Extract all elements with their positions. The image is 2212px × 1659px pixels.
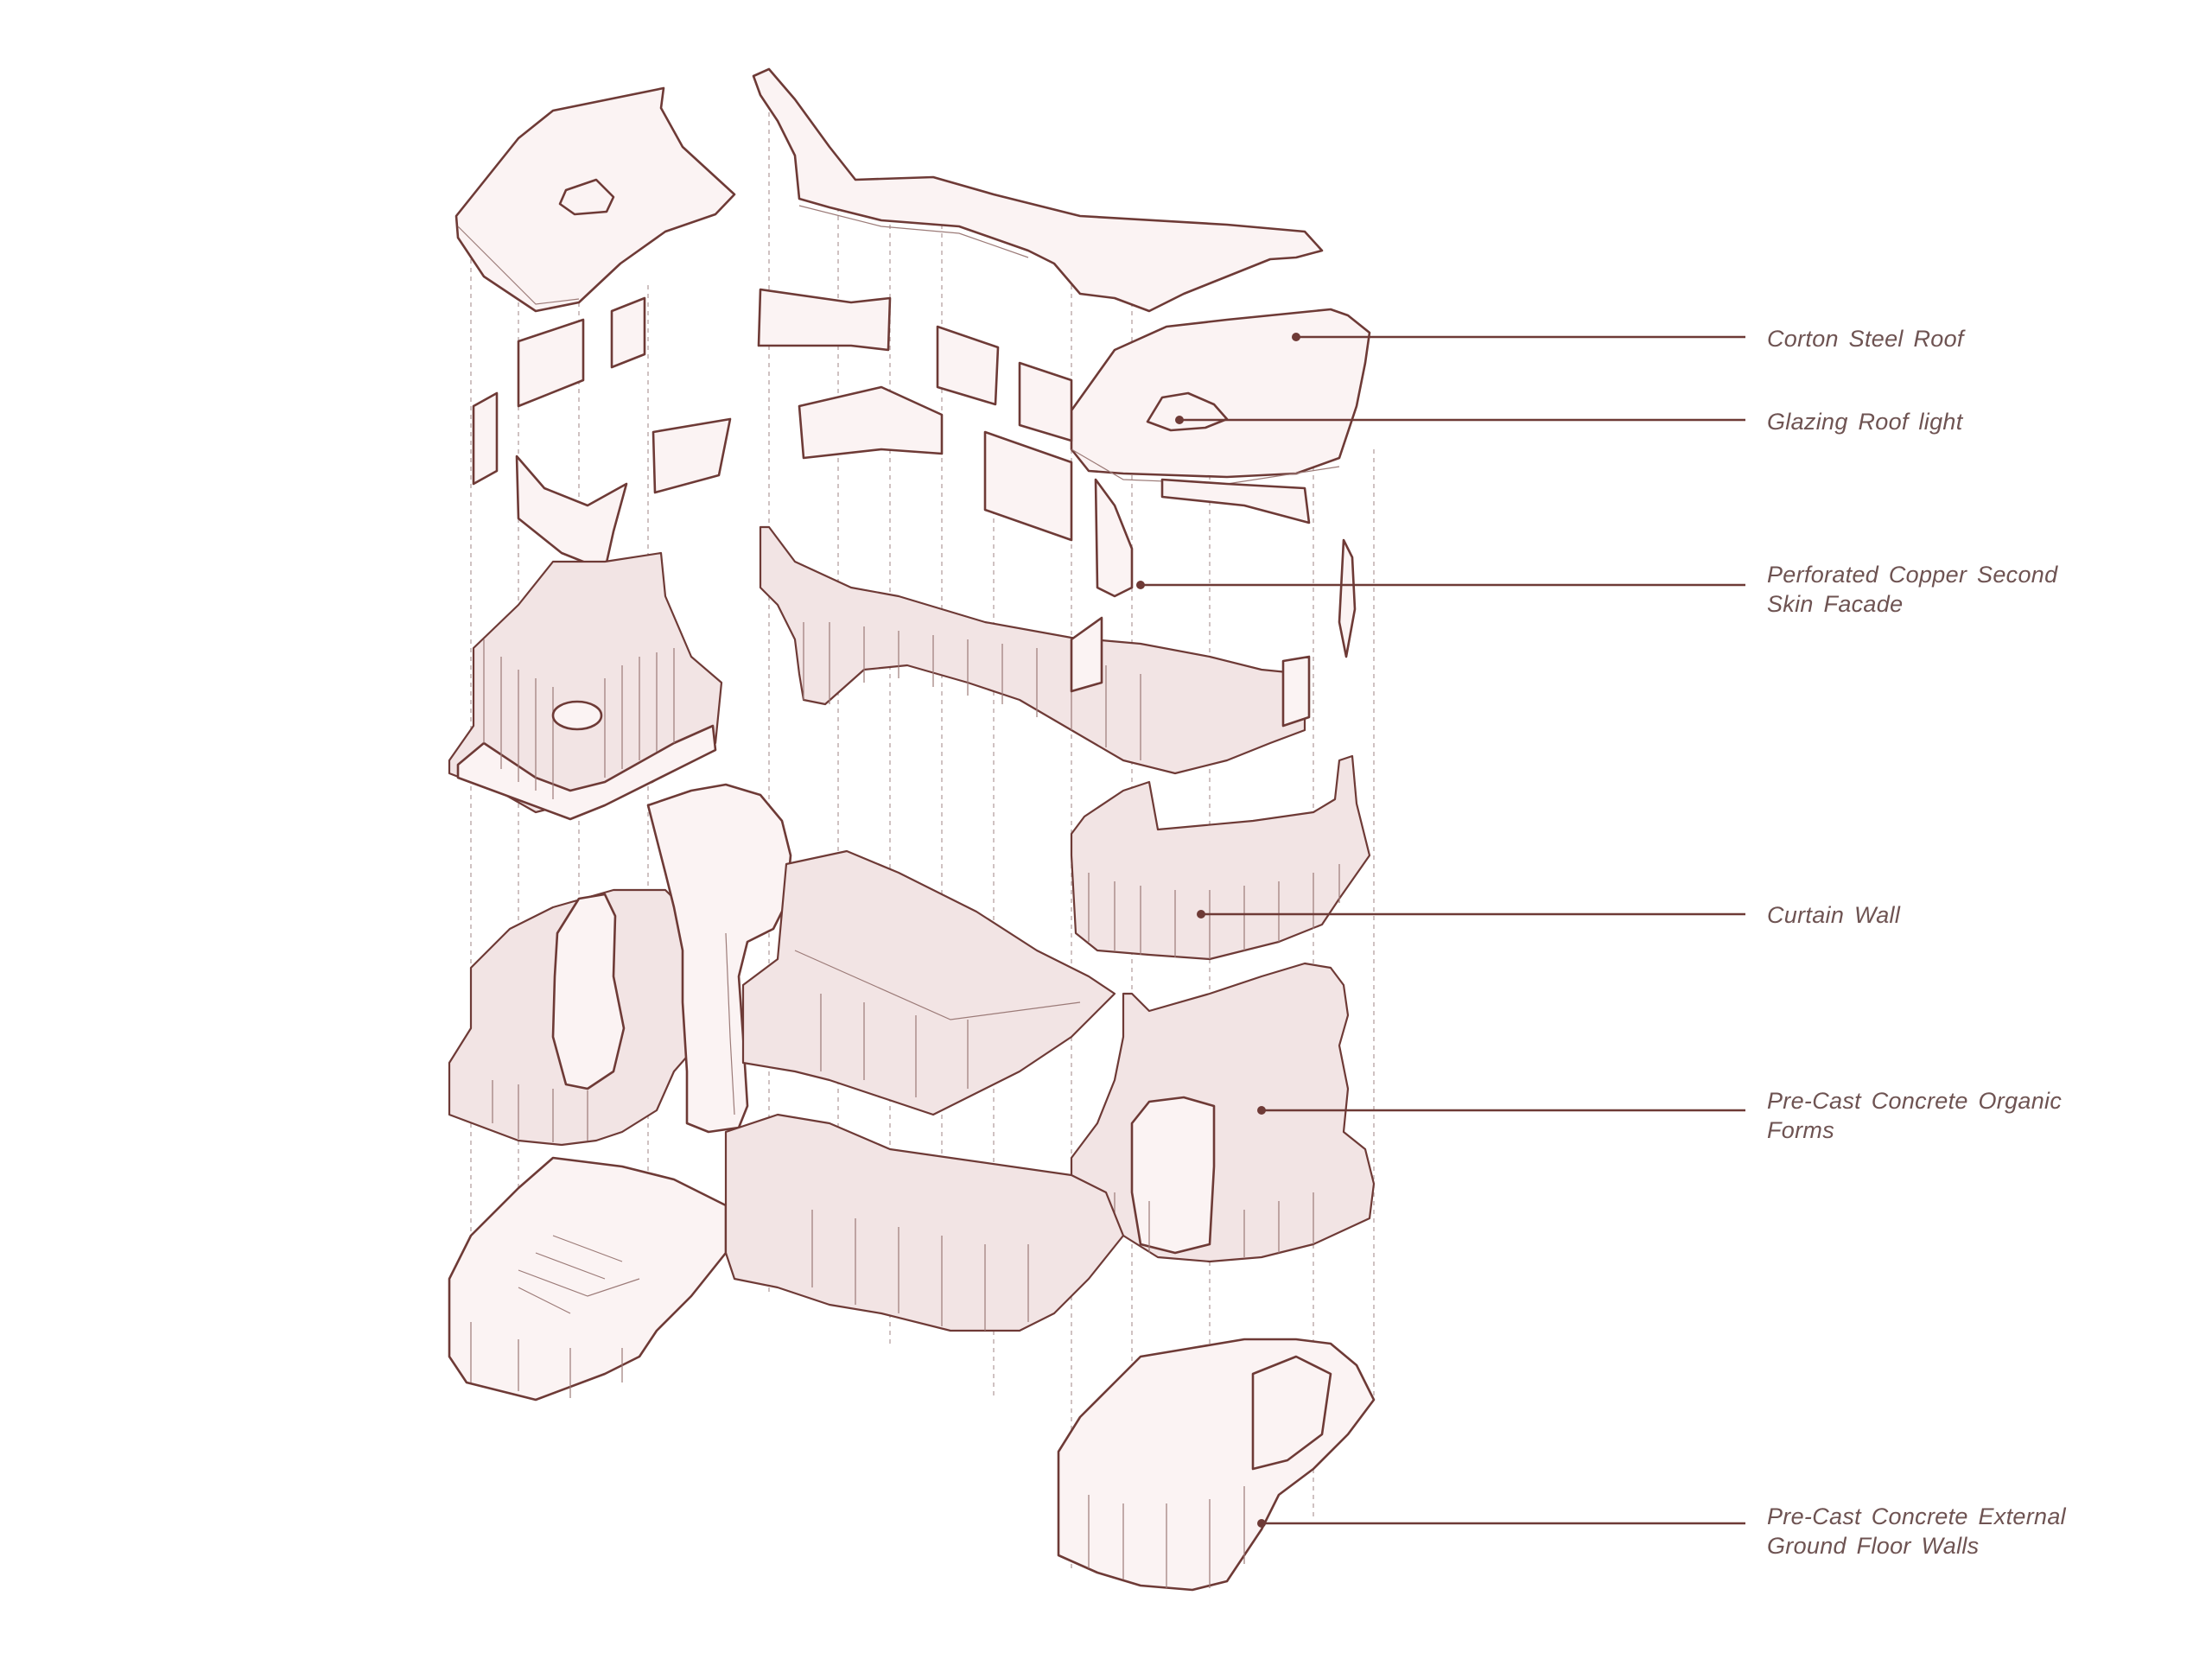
curtain-wall-volume bbox=[1070, 754, 1371, 961]
ground-floor-right-box bbox=[1057, 1338, 1376, 1592]
label-precast-organic-forms: Pre-Cast Concrete Organic Forms bbox=[1767, 1088, 2063, 1143]
leader-lines bbox=[1136, 333, 1745, 1528]
label-glazing-roof-light: Glazing Roof light bbox=[1767, 409, 1963, 435]
label-curtain-wall: Curtain Wall bbox=[1767, 902, 1901, 928]
left-roof-slab bbox=[454, 86, 736, 313]
leader-dot-external bbox=[1257, 1519, 1266, 1528]
right-roof-slab bbox=[752, 67, 1324, 313]
leader-dot-glazing bbox=[1175, 416, 1184, 424]
ground-floor-left-box bbox=[448, 1156, 728, 1402]
first-floor-right-volume bbox=[1070, 962, 1376, 1263]
second-floor-left-volume bbox=[448, 551, 723, 821]
second-floor-right-volume bbox=[759, 525, 1311, 775]
left-copper-panels bbox=[472, 296, 732, 572]
leader-dot-organic bbox=[1257, 1106, 1266, 1115]
right-copper-panels bbox=[757, 288, 1357, 658]
leader-dot-curtain bbox=[1197, 910, 1205, 918]
upper-right-roof-piece bbox=[1070, 308, 1371, 485]
label-perforated-copper-facade: Perforated Copper Second Skin Facade bbox=[1767, 562, 2058, 617]
label-precast-external-walls: Pre-Cast Concrete External Ground Floor … bbox=[1767, 1503, 2066, 1559]
leader-dot-roof bbox=[1292, 333, 1300, 341]
first-floor-corridor bbox=[741, 849, 1116, 1116]
leader-dot-copper bbox=[1136, 581, 1145, 589]
label-corton-steel-roof: Corton Steel Roof bbox=[1767, 326, 1964, 352]
ground-floor-corridor bbox=[724, 1113, 1125, 1332]
first-floor-left-volume bbox=[448, 888, 728, 1147]
